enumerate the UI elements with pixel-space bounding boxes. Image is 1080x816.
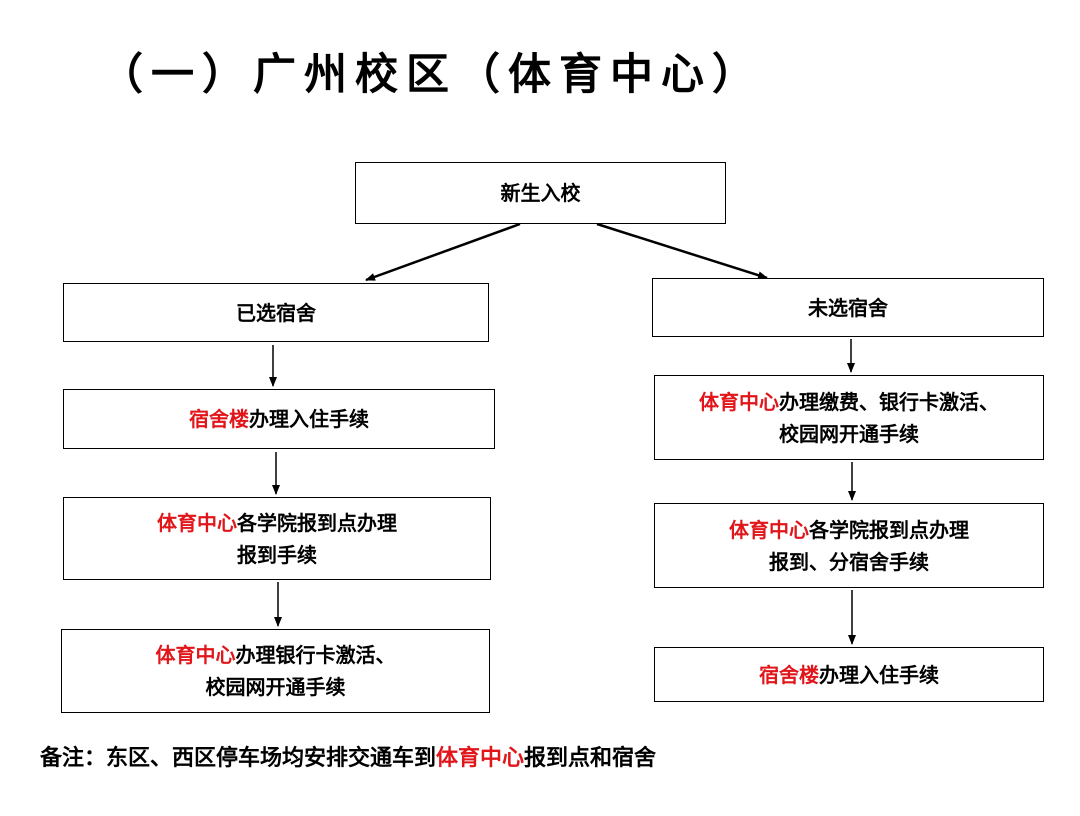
highlight-text: 体育中心 (155, 643, 236, 667)
right-step-3: 宿舍楼办理入住手续 (654, 647, 1044, 702)
right-branch-node: 未选宿舍 (652, 278, 1044, 337)
highlight-text: 宿舍楼 (189, 407, 249, 431)
right-step-2: 体育中心各学院报到点办理 报到、分宿舍手续 (654, 503, 1044, 588)
footnote: 备注：东区、西区停车场均安排交通车到体育中心报到点和宿舍 (40, 740, 656, 772)
step-line: 校园网开通手续 (206, 671, 346, 703)
footnote-prefix: 备注：东区、西区停车场均安排交通车到 (40, 746, 437, 771)
left-step-1: 宿舍楼办理入住手续 (63, 389, 495, 449)
step-text: 办理缴费、银行卡激活、 (779, 389, 999, 414)
highlight-text: 体育中心 (699, 389, 779, 414)
step-text: 报到手续 (237, 542, 317, 567)
right-step-1: 体育中心办理缴费、银行卡激活、 校园网开通手续 (654, 375, 1044, 460)
step-text: 各学院报到点办理 (237, 510, 397, 535)
step-line: 报到手续 (237, 539, 317, 571)
step-line: 体育中心办理银行卡激活、 (156, 639, 396, 671)
step-line: 体育中心各学院报到点办理 (729, 514, 969, 546)
left-step-3: 体育中心办理银行卡激活、 校园网开通手续 (61, 629, 490, 713)
step-line: 体育中心各学院报到点办理 (157, 507, 397, 539)
right-branch-label: 未选宿舍 (808, 295, 888, 320)
highlight-text: 体育中心 (157, 510, 237, 535)
start-node: 新生入校 (355, 162, 726, 224)
step-text: 办理银行卡激活、 (235, 643, 396, 667)
footnote-suffix: 报到点和宿舍 (524, 746, 657, 771)
step-line: 宿舍楼办理入住手续 (189, 403, 369, 435)
step-line: 报到、分宿舍手续 (769, 546, 929, 578)
highlight-text: 体育中心 (729, 517, 809, 542)
step-text: 校园网开通手续 (779, 421, 919, 446)
arrow-start-to-right (596, 222, 768, 280)
footnote-highlight: 体育中心 (436, 746, 525, 771)
highlight-text: 宿舍楼 (759, 662, 819, 687)
step-text: 办理入住手续 (249, 407, 369, 431)
step-line: 体育中心办理缴费、银行卡激活、 (699, 386, 999, 418)
step-text: 各学院报到点办理 (809, 517, 969, 542)
step-line: 校园网开通手续 (779, 418, 919, 450)
arrow-start-to-left (365, 222, 521, 282)
step-text: 报到、分宿舍手续 (769, 549, 929, 574)
step-line: 宿舍楼办理入住手续 (759, 659, 939, 691)
left-step-2: 体育中心各学院报到点办理 报到手续 (63, 497, 491, 580)
left-branch-node: 已选宿舍 (63, 283, 489, 342)
step-text: 办理入住手续 (819, 662, 939, 687)
step-text: 校园网开通手续 (205, 675, 346, 699)
page-title: （一）广州校区（体育中心） (100, 50, 763, 100)
start-label: 新生入校 (500, 181, 581, 205)
left-branch-label: 已选宿舍 (236, 300, 316, 325)
